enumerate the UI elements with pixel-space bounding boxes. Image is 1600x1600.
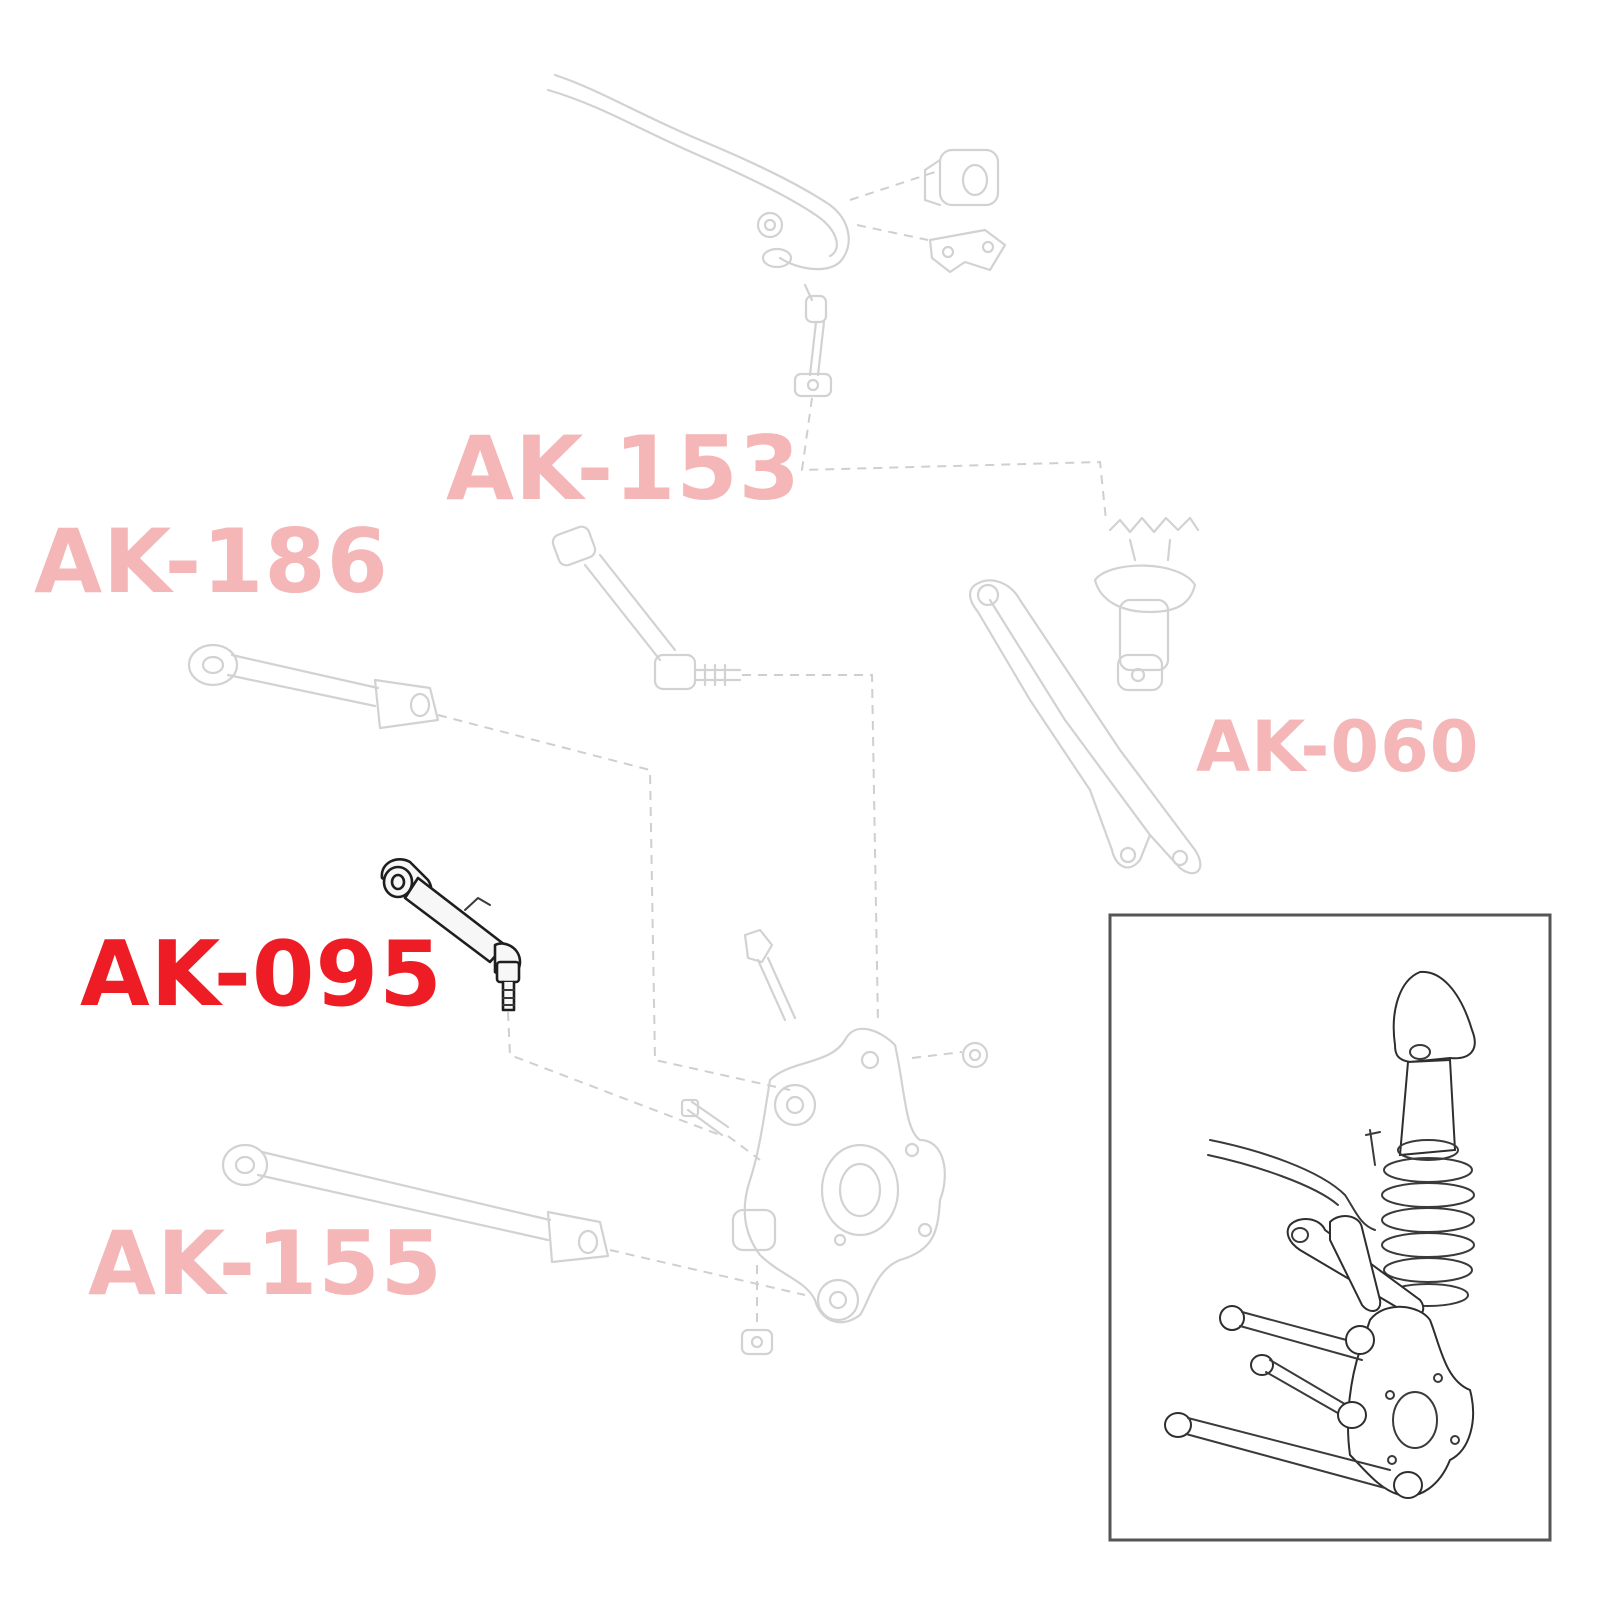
- ak060-arm: [969, 579, 1202, 875]
- label-ak095-highlighted[interactable]: AK-095: [80, 922, 443, 1027]
- knuckle-upper-nut: [961, 1041, 989, 1069]
- inset-assembly-view: [1108, 913, 1552, 1542]
- label-ak153[interactable]: AK-153: [446, 417, 801, 520]
- inset-coil-spring: [1381, 1157, 1475, 1307]
- ak186-arm: [187, 643, 440, 730]
- shock-absorber: [1093, 516, 1200, 692]
- sway-bar-bracket: [928, 228, 1007, 274]
- ak095-arm: [380, 858, 522, 1012]
- label-ak186[interactable]: AK-186: [34, 510, 389, 613]
- sway-bar-bushing: [923, 148, 1000, 207]
- ak155-arm: [221, 1143, 610, 1264]
- knuckle-bolt: [743, 928, 797, 1022]
- sway-bar-end-link: [793, 283, 833, 398]
- knuckle-lower-nut: [740, 1328, 774, 1356]
- label-ak060[interactable]: AK-060: [1196, 706, 1480, 788]
- sway-bar-nut: [756, 211, 784, 239]
- ak153-arm: [551, 525, 742, 691]
- knuckle: [731, 1027, 946, 1324]
- label-ak155[interactable]: AK-155: [88, 1212, 443, 1315]
- sway-bar: [546, 73, 850, 271]
- knuckle-small-bolt: [680, 1098, 730, 1137]
